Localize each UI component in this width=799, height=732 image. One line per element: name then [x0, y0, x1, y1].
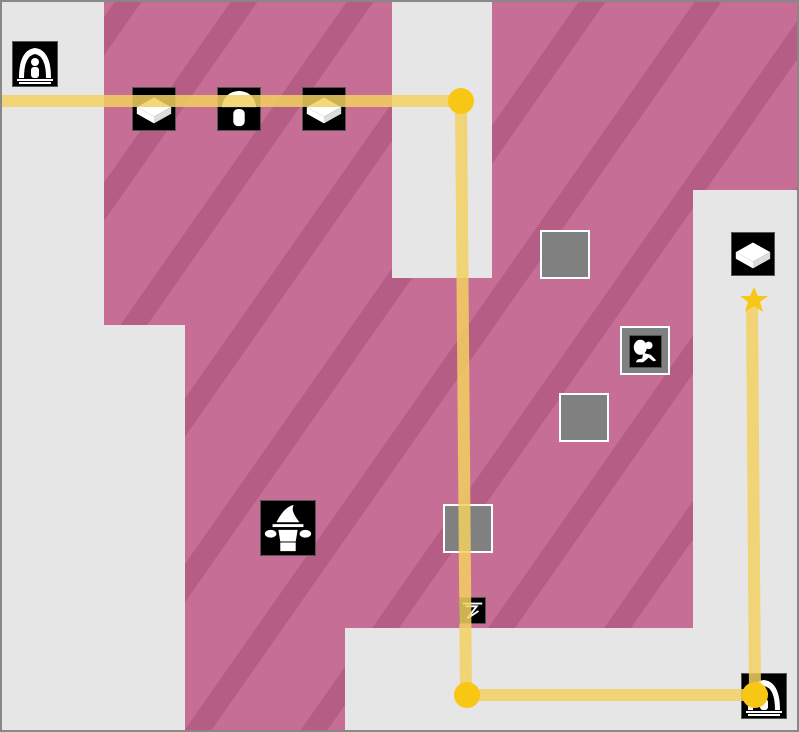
route-path — [2, 95, 761, 701]
stone-block — [559, 393, 609, 442]
route-node[interactable] — [742, 682, 768, 708]
block-icon[interactable] — [731, 232, 775, 276]
block-icon[interactable] — [132, 87, 176, 131]
star-icon[interactable] — [740, 287, 768, 312]
route-node[interactable] — [454, 682, 480, 708]
stone-block — [540, 230, 590, 279]
fountain-icon[interactable] — [12, 41, 58, 87]
thief-icon[interactable] — [629, 335, 662, 368]
route-node[interactable] — [448, 88, 474, 114]
wizard-icon[interactable] — [260, 500, 316, 556]
